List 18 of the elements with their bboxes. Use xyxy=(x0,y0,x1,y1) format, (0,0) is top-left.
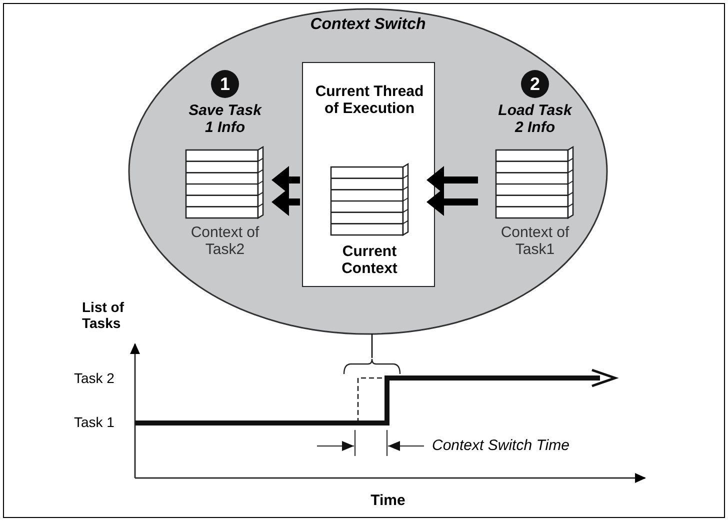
arrow xyxy=(272,166,300,194)
axis-tick-label: Task 1 xyxy=(74,414,116,430)
axis-title: List of Tasks xyxy=(82,299,125,332)
leader-line xyxy=(371,334,373,358)
dimension-label: Context Switch Time xyxy=(432,437,570,454)
stack-caption: Context of Task1 xyxy=(500,224,570,258)
box-heading: Current Thread of Execution xyxy=(314,83,424,118)
axis-tick-label: Task 2 xyxy=(74,370,116,386)
thread-box xyxy=(302,62,435,287)
arrow xyxy=(272,188,300,216)
ellipse-title: Context Switch xyxy=(309,16,427,34)
arrow xyxy=(426,166,478,194)
step-heading: Load Task 2 Info xyxy=(497,102,574,136)
box-caption: Current Context xyxy=(340,243,398,278)
arrow xyxy=(426,188,478,216)
axis-title: Time xyxy=(370,492,406,510)
stack-caption: Context of Task2 xyxy=(190,224,260,258)
step-heading: Save Task 1 Info xyxy=(188,102,263,136)
